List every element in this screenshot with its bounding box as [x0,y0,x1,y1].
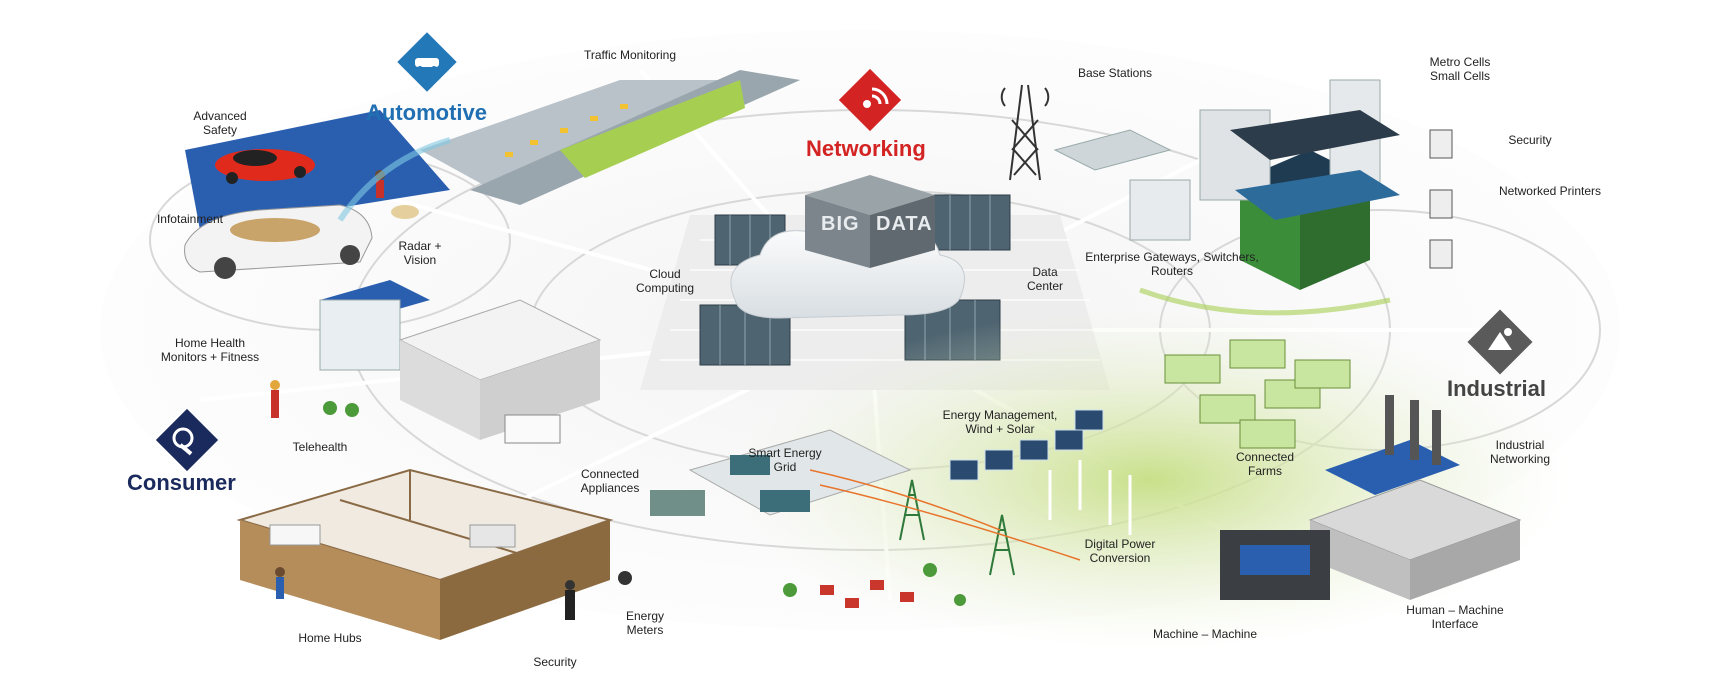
small-trees-icon [323,401,359,417]
label-traffic-monitoring: Traffic Monitoring [583,48,677,62]
networking-badge-icon [838,68,902,132]
power-lines [809,469,1081,561]
hospital-icon [319,280,602,444]
home-hub-person-icon [275,567,285,599]
label-telehealth: Telehealth [292,440,348,454]
label-home-hubs: Home Hubs [298,631,362,645]
label-security-top: Security [1508,133,1552,147]
factory-icon [1220,395,1522,600]
big-data-cube-icon [805,175,935,268]
big-data-word2: DATA [876,213,933,235]
big-data-word1: BIG [821,213,860,235]
wind-turbines-icon [1048,460,1132,535]
label-connected-farms: Connected Farms [1235,450,1295,478]
industrial-badge-icon [1467,309,1533,375]
traffic-cars [505,104,628,157]
consumer-badge-icon [155,408,219,472]
label-infotainment: Infotainment [156,212,224,226]
radar-waves [337,137,451,222]
power-pylons-icon [899,479,1015,576]
sector-automotive: Automotive [366,100,487,125]
label-digital-power: Digital Power Conversion [1084,537,1156,565]
label-connected-appliances: Connected Appliances [580,467,640,495]
label-base-stations: Base Stations [1077,66,1153,80]
sector-industrial: Industrial [1447,376,1547,401]
label-advanced-safety: Advanced Safety [193,109,247,137]
security-person-icon [565,580,575,620]
label-networked-printers: Networked Printers [1498,184,1602,198]
enterprise-buildings-icon [1053,79,1453,290]
label-industrial-networking: Industrial Networking [1489,438,1551,466]
label-energy-meters: Energy Meters [625,609,665,637]
label-smart-energy-grid: Smart Energy Grid [748,446,822,474]
home-cutaway-icon [236,468,614,640]
sector-networking: Networking [806,136,926,161]
label-home-health: Home Health Monitors + Fitness [160,336,260,364]
houses-icon [820,580,914,608]
road-blue-area [185,110,450,230]
energy-meter-icon [618,571,632,585]
label-radar-vision: Radar + Vision [398,239,442,267]
red-car-icon [215,149,315,184]
cell-tower-icon [1000,84,1050,181]
trees-icon [783,563,966,606]
sector-consumer: Consumer [127,470,236,495]
white-car-icon [184,204,373,279]
solar-panels-icon [949,409,1104,481]
label-enterprise-gateways: Enterprise Gateways, Switchers, Routers [1085,250,1259,278]
label-cloud-computing: Cloud Computing [635,267,695,295]
greenhouses-icon [1164,339,1351,449]
label-security-bottom: Security [533,655,577,669]
label-machine-machine: Machine – Machine [1152,627,1258,641]
grass-strip [560,80,745,178]
label-metro-cells: Metro Cells Small Cells [1429,55,1491,83]
energy-grid-icon [650,429,912,516]
label-data-center: Data Center [1026,265,1064,293]
telehealth-person-icon [270,380,280,418]
label-energy-management: Energy Management, Wind + Solar [942,408,1058,436]
label-human-machine: Human – Machine Interface [1406,603,1504,631]
